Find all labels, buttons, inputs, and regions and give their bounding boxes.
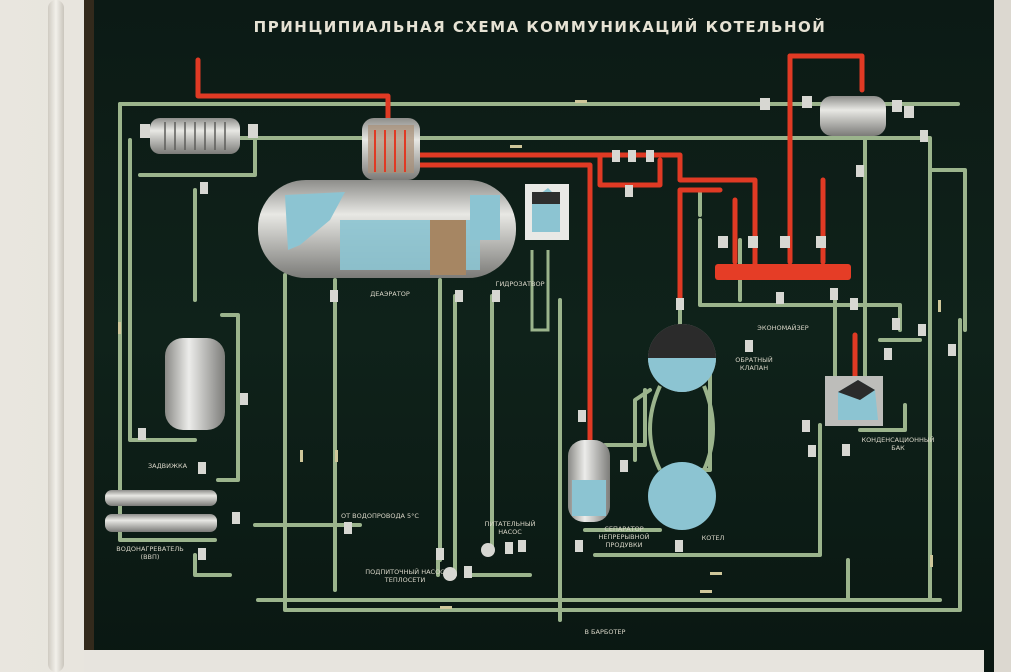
blowdown-separator	[568, 440, 610, 522]
label-deaerator: ДЕАЭРАТОР	[370, 290, 410, 298]
heat-exchanger-top	[150, 118, 240, 154]
label-boiler: КОТЕЛ	[701, 534, 725, 542]
label-makeup-pump: ПОДПИТОЧНЫЙ НАСОС ТЕПЛОСЕТИ	[365, 568, 445, 584]
water-pipes	[118, 102, 967, 622]
label-separator: СЕПАРАТОР НЕПРЕРЫВНОЙ ПРОДУВКИ	[598, 525, 650, 549]
deaerator-column	[362, 118, 420, 180]
condensate-tank	[825, 376, 883, 426]
pipe-markers	[118, 100, 941, 609]
deaerator-tank	[258, 180, 516, 278]
label-economizer: ЭКОНОМАЙЗЕР	[757, 324, 809, 332]
label-water-heater: ВОДОНАГРЕВАТЕЛЬ (ВВП)	[116, 545, 184, 561]
economizer-header	[715, 264, 851, 280]
water-heater-upper	[105, 490, 217, 506]
feed-pump	[481, 543, 495, 557]
label-gate-valve: ЗАДВИЖКА	[147, 462, 188, 470]
label-feed-pump: ПИТАТЕЛЬНЫЙ НАСОС	[484, 520, 536, 536]
water-seal-box	[525, 184, 569, 332]
makeup-pump	[443, 567, 457, 581]
valves	[138, 96, 956, 578]
vertical-tank-left	[165, 338, 225, 430]
label-water-seal: ГИДРОЗАТВОР	[495, 280, 545, 288]
label-check-valve: ОБРАТНЫЙ КЛАПАН	[735, 356, 773, 372]
water-heater-lower	[105, 514, 217, 532]
boiler-lower-drum	[648, 462, 716, 530]
boiler-upper-drum	[648, 324, 716, 392]
board-title: ПРИНЦИПИАЛЬНАЯ СХЕМА КОММУНИКАЦИЙ КОТЕЛЬ…	[253, 18, 827, 36]
steam-receiver-top-right	[820, 96, 886, 136]
label-from-water-main: ОТ ВОДОПРОВОДА 5°С	[341, 512, 419, 520]
label-to-bubbler: В БАРБОТЕР	[584, 628, 626, 636]
label-condensate-tank: КОНДЕНСАЦИОННЫЙ БАК	[861, 436, 935, 452]
wall-pipe-left	[48, 0, 64, 672]
board-frame-bottom	[84, 650, 984, 672]
